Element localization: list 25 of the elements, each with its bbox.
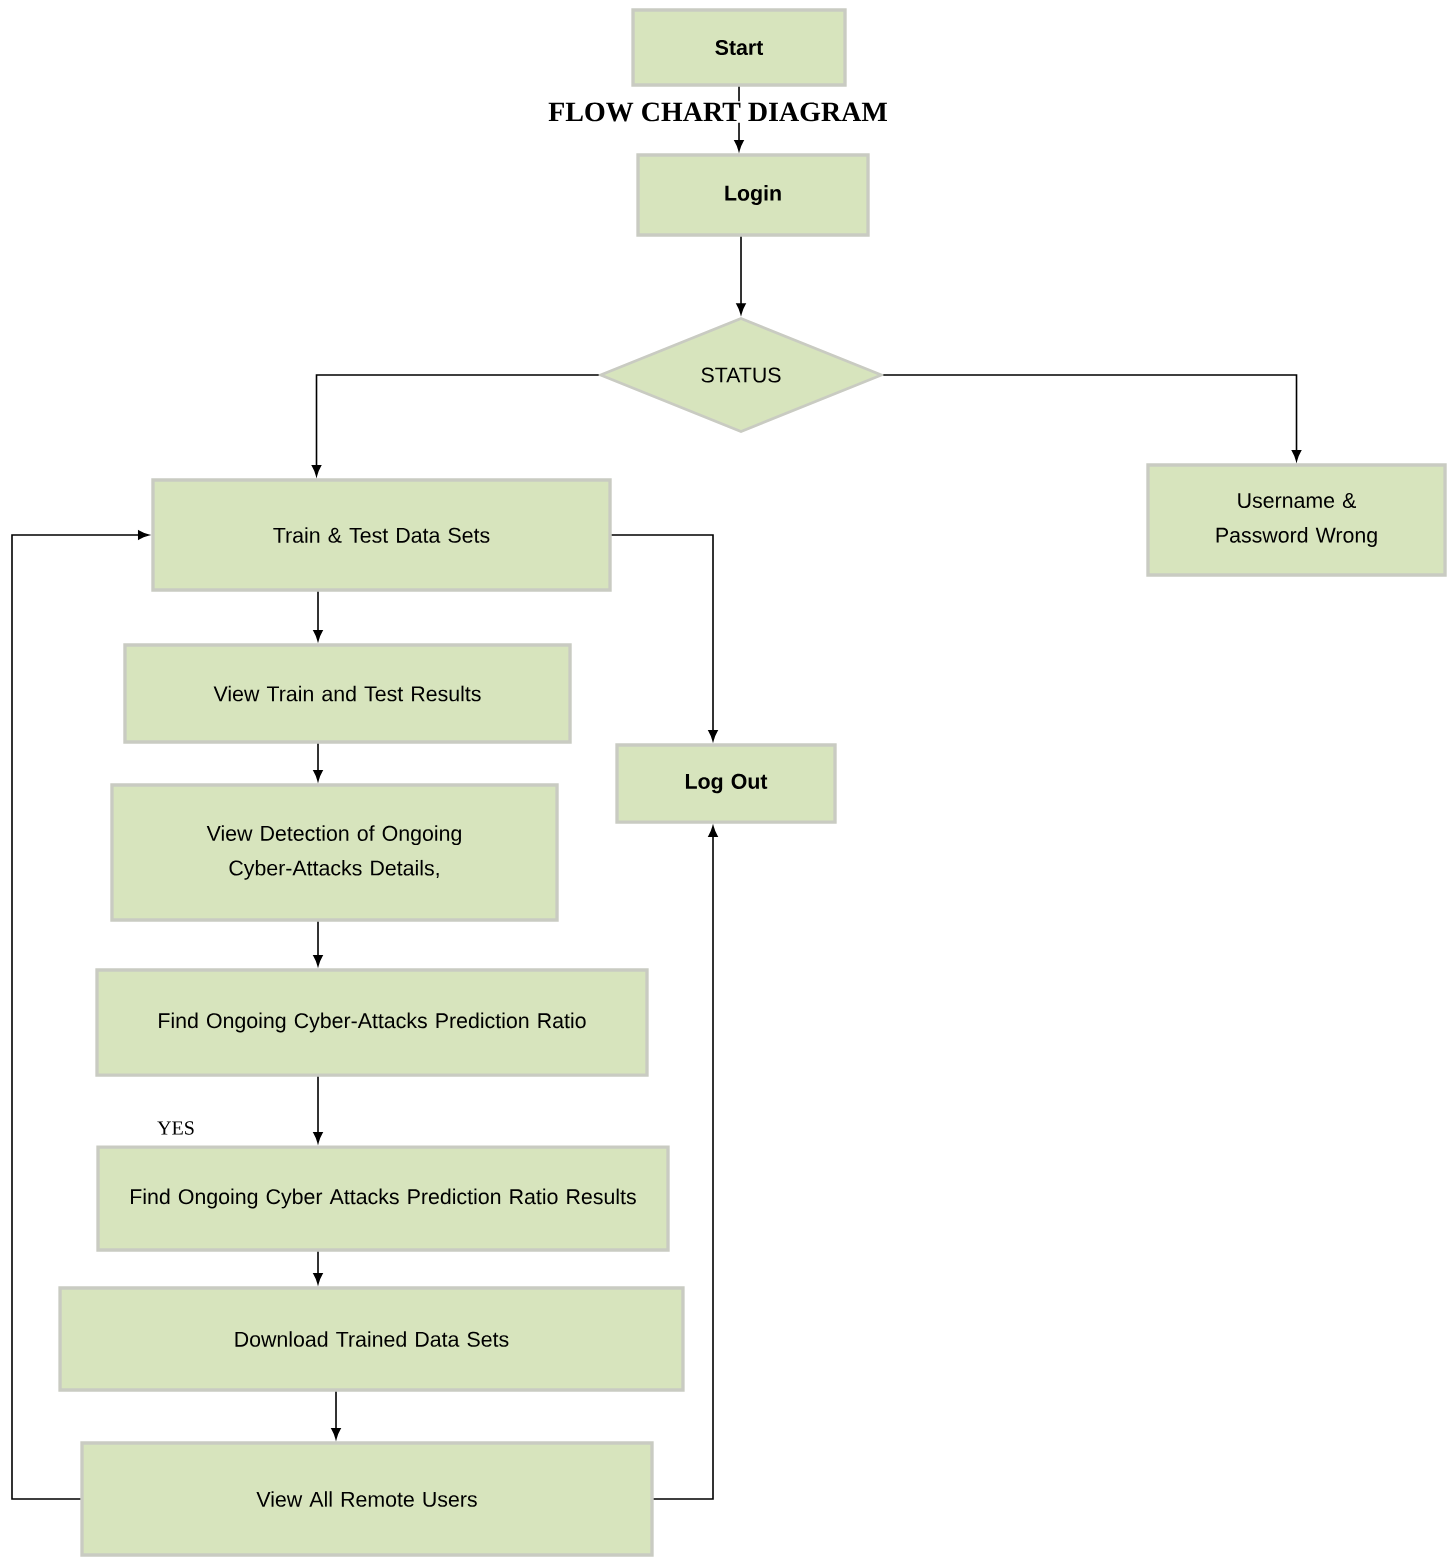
process-box: Log Out <box>615 743 837 824</box>
process-box: Find Ongoing Cyber-Attacks Prediction Ratio <box>95 968 649 1077</box>
arrow <box>882 374 1302 462</box>
arrow <box>736 235 746 315</box>
process-box: Login <box>636 153 870 237</box>
arrow <box>313 590 323 641</box>
arrow <box>652 826 718 1500</box>
process-box: View Train and Test Results <box>123 643 572 744</box>
process-box: Download Trained Data Sets <box>58 1286 685 1392</box>
arrow <box>11 530 149 1500</box>
process-box: View Detection of Ongoing Cyber-Attacks Details, <box>110 783 559 922</box>
arrow <box>610 534 718 741</box>
process-box: View All Remote Users <box>80 1441 654 1557</box>
arrow <box>331 1390 341 1440</box>
process-box: Start <box>631 8 847 87</box>
arrow <box>313 742 323 782</box>
arrow <box>311 374 600 477</box>
process-box: Train & Test Data Sets <box>151 478 612 592</box>
arrow <box>313 1075 323 1144</box>
label: YES <box>157 1121 194 1135</box>
process-box: Find Ongoing Cyber Attacks Prediction Ratio Results <box>96 1145 670 1252</box>
title: FLOW CHART DIAGRAM <box>546 101 890 123</box>
process-box: Username & Password Wrong <box>1146 463 1447 577</box>
arrow <box>313 1250 323 1285</box>
arrow <box>313 920 323 966</box>
